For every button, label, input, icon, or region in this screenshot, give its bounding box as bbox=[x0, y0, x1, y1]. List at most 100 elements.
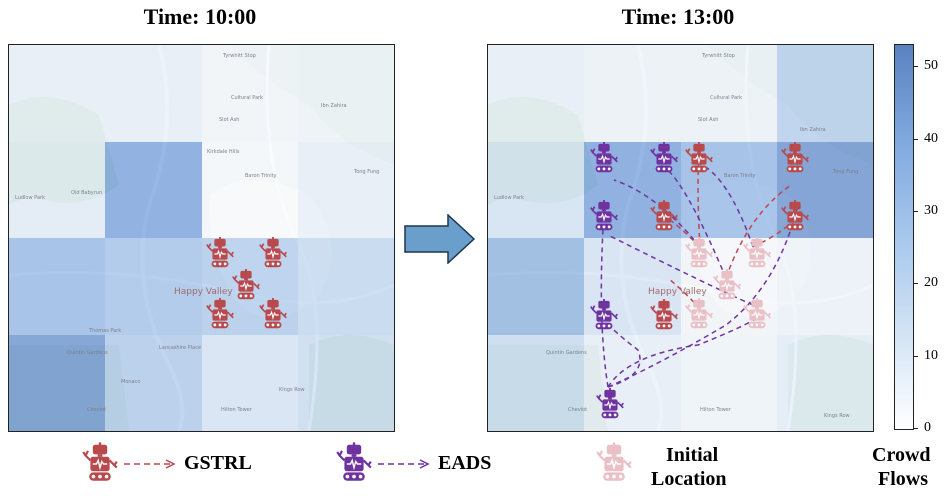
eads-path bbox=[607, 316, 759, 388]
map-label: Ibn Zahira bbox=[800, 127, 826, 133]
map-label: Kirkdale Hills bbox=[207, 149, 240, 155]
heat-cell bbox=[201, 334, 298, 431]
map-label: Quintin Gardens bbox=[546, 350, 587, 356]
map-label: Old Babyrun bbox=[71, 190, 103, 196]
colorbar-tick-label: 40 bbox=[924, 131, 938, 146]
left-robots-layer bbox=[205, 237, 288, 330]
initial-location-robot-icon bbox=[684, 237, 714, 269]
initial-location-robot-icon bbox=[684, 298, 714, 330]
legend-gstrl-label: GSTRL bbox=[184, 452, 252, 474]
heat-cell bbox=[105, 141, 202, 238]
heat-cell bbox=[488, 238, 585, 335]
colorbar-tick-mark bbox=[913, 356, 918, 357]
right-robots-layer bbox=[589, 142, 810, 420]
legend-initial-label-line2: Location bbox=[651, 468, 727, 490]
map-label-happy-valley: Happy Valley bbox=[174, 287, 233, 297]
heat-cell bbox=[584, 334, 681, 431]
gstrl-robot-icon bbox=[258, 237, 288, 269]
legend-initial-label-line1: Initial bbox=[666, 444, 719, 466]
legend-gstrl-robot-icon bbox=[82, 441, 118, 482]
eads-robot-icon bbox=[595, 388, 625, 420]
heat-cell bbox=[9, 141, 106, 238]
gstrl-robot-icon bbox=[780, 142, 810, 174]
eads-robot-icon bbox=[649, 142, 679, 174]
map-label: Cultural Park bbox=[231, 95, 264, 101]
map-label: Lancashire Place bbox=[159, 345, 201, 351]
map-label: Slot Ash bbox=[219, 117, 240, 123]
heat-cell bbox=[297, 141, 394, 238]
heat-cell bbox=[201, 45, 298, 142]
map-label: Kings Row bbox=[824, 413, 850, 419]
crowd-flow-colorbar bbox=[894, 44, 914, 430]
legend-initial-robot-icon bbox=[596, 441, 632, 482]
eads-path bbox=[607, 204, 799, 388]
colorbar-tick-label: 10 bbox=[924, 348, 938, 363]
heat-cell bbox=[680, 45, 777, 142]
map-label: Thomas Park bbox=[89, 328, 122, 334]
colorbar-label-line1: Crowd bbox=[872, 444, 931, 466]
heat-cell bbox=[105, 334, 202, 431]
legend-gstrl-dashed-arrow-icon bbox=[124, 459, 176, 469]
eads-path bbox=[600, 228, 609, 388]
map-label: Baron Trinity bbox=[245, 173, 277, 179]
colorbar-tick-label: 20 bbox=[924, 275, 938, 290]
eads-robot-icon bbox=[589, 142, 619, 174]
map-label: Kings Row bbox=[279, 387, 305, 393]
colorbar-tick-mark bbox=[913, 139, 918, 140]
heat-cell bbox=[105, 238, 202, 335]
colorbar-tick-mark bbox=[913, 283, 918, 284]
heat-cell bbox=[297, 238, 394, 335]
colorbar-tick-label: 0 bbox=[924, 420, 931, 435]
gstrl-path bbox=[725, 184, 792, 279]
initial-location-robot-icon bbox=[712, 269, 742, 301]
map-label: Slot Ash bbox=[698, 117, 719, 123]
heat-cell bbox=[776, 238, 873, 335]
eads-robot-icon bbox=[589, 200, 619, 232]
heat-grid-right bbox=[488, 45, 873, 431]
map-label-happy-valley: Happy Valley bbox=[648, 287, 707, 297]
heat-cell bbox=[776, 45, 873, 142]
map-label: Baron Trinity bbox=[724, 173, 756, 179]
map-label: Tyrwhitt Stop bbox=[223, 53, 256, 59]
map-label: Tyrwhitt Stop bbox=[702, 53, 735, 59]
left-map-panel: Happy Valley Tyrwhitt Stop Cultural Park… bbox=[8, 44, 395, 432]
map-label: Quintin Gardens bbox=[67, 350, 108, 356]
eads-robot-icon bbox=[589, 299, 619, 331]
map-label: Monaco bbox=[121, 379, 141, 385]
map-label: Cheviot bbox=[568, 407, 588, 413]
eads-path bbox=[607, 234, 754, 306]
colorbar-label-line2: Flows bbox=[878, 468, 928, 490]
legend-eads-label: EADS bbox=[438, 452, 492, 474]
map-label: Cultural Park bbox=[710, 95, 743, 101]
right-map-panel: Happy Valley Tyrwhitt Stop Cultural Park… bbox=[487, 44, 874, 432]
colorbar-tick-mark bbox=[913, 211, 918, 212]
gstrl-robot-icon bbox=[231, 269, 261, 301]
map-label: Hilton Tower bbox=[700, 407, 731, 413]
heat-cell bbox=[201, 141, 298, 238]
legend-eads-robot-icon bbox=[336, 441, 372, 482]
map-label: Ludlow Park bbox=[15, 195, 45, 201]
heat-cell bbox=[297, 45, 394, 142]
map-label: Ludlow Park bbox=[494, 195, 524, 201]
colorbar-tick-mark bbox=[913, 428, 918, 429]
time-transition-arrow-icon bbox=[404, 214, 476, 264]
heat-cell bbox=[9, 334, 106, 431]
colorbar-tick-label: 50 bbox=[924, 58, 938, 73]
heat-cell bbox=[9, 45, 106, 142]
gstrl-robot-icon bbox=[684, 142, 714, 174]
legend-eads-dashed-arrow-icon bbox=[378, 459, 430, 469]
right-panel-title: Time: 13:00 bbox=[621, 4, 735, 29]
heat-cell bbox=[584, 45, 681, 142]
map-label: Ibn Zahira bbox=[321, 103, 347, 109]
heat-cell bbox=[297, 334, 394, 431]
heat-cell bbox=[488, 334, 585, 431]
gstrl-robot-icon bbox=[649, 200, 679, 232]
initial-location-robot-icon bbox=[742, 237, 772, 269]
map-label: Cheviot bbox=[87, 407, 107, 413]
left-panel-title: Time: 10:00 bbox=[143, 4, 257, 29]
heat-cell bbox=[488, 141, 585, 238]
heat-cell bbox=[9, 238, 106, 335]
heat-cell bbox=[488, 45, 585, 142]
gstrl-robot-icon bbox=[205, 237, 235, 269]
map-label: Tong Fung bbox=[833, 169, 859, 175]
